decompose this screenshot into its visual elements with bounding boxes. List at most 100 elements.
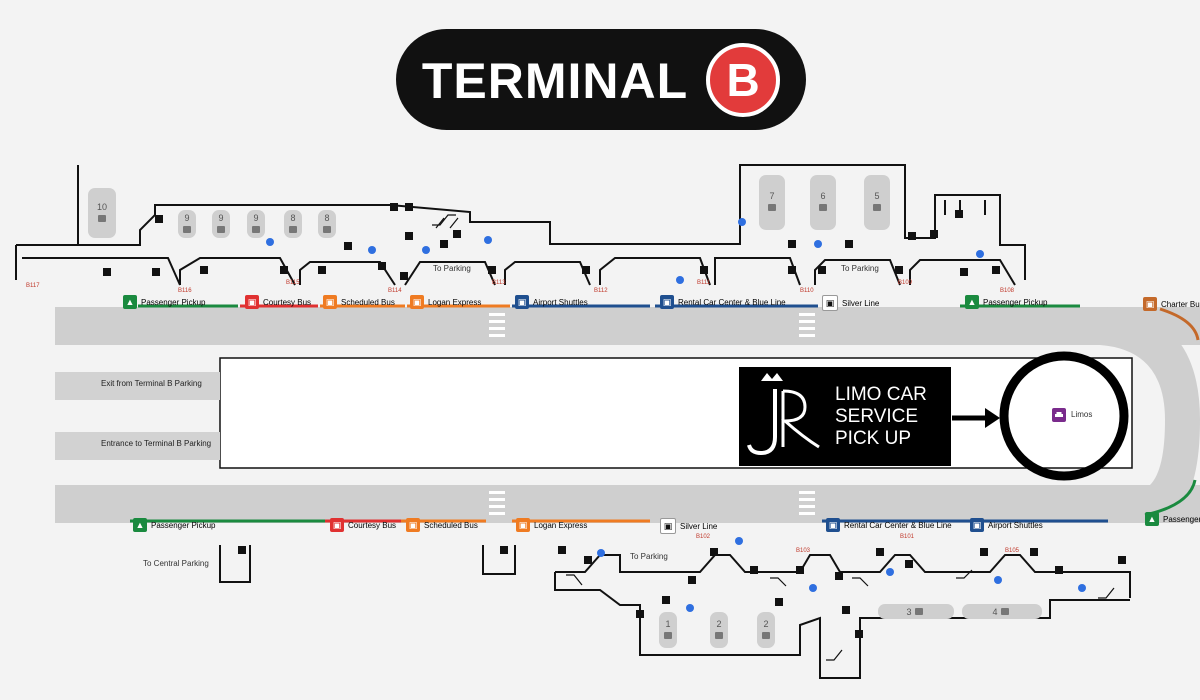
stop-charter-bus: ▣Charter Bus: [1143, 297, 1200, 311]
baggage-claim-4: 4: [962, 604, 1042, 619]
bus-icon: ▣: [660, 518, 676, 534]
baggage-icon: [289, 225, 297, 233]
info-dots: [266, 218, 1086, 612]
central-island: [219, 357, 1133, 469]
jr-logo-icon: [747, 373, 820, 456]
baggage-icon: [664, 631, 672, 639]
to-parking-label: To Parking: [630, 552, 668, 561]
bus-icon: ▣: [410, 295, 424, 309]
baggage-claim-2a: 2: [710, 612, 728, 648]
bus-icon: ▣: [515, 295, 529, 309]
service-markers: [103, 203, 1126, 638]
bus-icon: ▣: [245, 295, 259, 309]
stop-scheduled-bus-lower: ▣Scheduled Bus: [406, 518, 478, 532]
gate-label: B114: [388, 288, 402, 294]
stop-passenger-pickup-lower: ▲Passenger Pickup: [133, 518, 215, 532]
limo-callout-text: LIMO CAR SERVICE PICK UP: [835, 383, 927, 449]
bus-icon: ▣: [406, 518, 420, 532]
baggage-claim-8b: 8: [318, 210, 336, 238]
jr-logo: [739, 367, 829, 466]
stop-courtesy-bus: ▣Courtesy Bus: [245, 295, 311, 309]
baggage-claim-9b: 9: [212, 210, 230, 238]
to-parking-label: To Parking: [433, 264, 471, 273]
terminal-letter-badge: B: [706, 42, 781, 117]
exit-parking-lane: Exit from Terminal B Parking: [55, 372, 220, 400]
baggage-icon: [217, 225, 225, 233]
gate-label: B111: [697, 280, 711, 286]
gate-label: B116: [178, 288, 192, 294]
stop-passenger-pickup-east: ▲Passenger Pickup: [965, 295, 1047, 309]
upper-roadway: [55, 307, 1200, 345]
limo-pickup-callout: LIMO CAR SERVICE PICK UP: [739, 367, 951, 466]
stop-logan-express: ▣Logan Express: [410, 295, 481, 309]
stop-airport-shuttles-lower: ▣Airport Shuttles: [970, 518, 1043, 532]
baggage-claim-6: 6: [810, 175, 836, 230]
gate-label: B103: [796, 548, 811, 554]
baggage-claim-7: 7: [759, 175, 785, 230]
bus-icon: ▣: [1143, 297, 1157, 311]
bus-icon: ▣: [826, 518, 840, 532]
baggage-claim-10: 10: [88, 188, 116, 238]
terminal-title-text: TERMINAL: [421, 52, 689, 109]
baggage-icon: [819, 204, 827, 211]
stop-courtesy-bus-lower: ▣Courtesy Bus: [330, 518, 396, 532]
baggage-icon: [98, 214, 106, 222]
crosswalks: [489, 313, 815, 515]
bus-icon: ▣: [970, 518, 984, 532]
bus-icon: ▣: [323, 295, 337, 309]
stop-silver-line: ▣Silver Line: [822, 295, 879, 311]
to-parking-label: To Parking: [841, 264, 879, 273]
baggage-claim-3: 3: [878, 604, 954, 619]
bus-icon: ▣: [330, 518, 344, 532]
gate-label: B110: [800, 288, 814, 294]
stop-silver-line-lower: ▣Silver Line: [660, 518, 717, 534]
baggage-claim-9c: 9: [247, 210, 265, 238]
baggage-icon: [252, 225, 260, 233]
baggage-icon: [768, 204, 776, 211]
gate-label: B112: [594, 288, 608, 294]
to-central-parking-label: To Central Parking: [143, 559, 209, 568]
baggage-claim-9a: 9: [178, 210, 196, 238]
stop-scheduled-bus: ▣Scheduled Bus: [323, 295, 395, 309]
bus-icon: ▣: [516, 518, 530, 532]
gate-label: B115: [286, 280, 300, 286]
stop-logan-express-lower: ▣Logan Express: [516, 518, 587, 532]
baggage-icon: [1000, 608, 1009, 615]
stop-airport-shuttles: ▣Airport Shuttles: [515, 295, 588, 309]
terminal-title: TERMINAL B: [396, 29, 806, 130]
baggage-icon: [873, 204, 881, 211]
person-icon: ▲: [1145, 512, 1159, 526]
limos-stop: Limos: [1052, 408, 1092, 422]
gate-label: B109: [898, 280, 913, 286]
person-icon: ▲: [133, 518, 147, 532]
gate-label: B102: [696, 534, 711, 540]
roadway-curve: [1100, 307, 1200, 523]
gate-label: B113: [492, 280, 506, 286]
stop-rental-car-blue-line-lower: ▣Rental Car Center & Blue Line: [826, 518, 952, 532]
car-icon: [1052, 408, 1066, 422]
bus-icon: ▣: [660, 295, 674, 309]
baggage-claim-2b: 2: [757, 612, 775, 648]
baggage-claim-5: 5: [864, 175, 890, 230]
stop-rental-car-blue-line: ▣Rental Car Center & Blue Line: [660, 295, 786, 309]
person-icon: ▲: [123, 295, 137, 309]
gate-label: B117: [26, 283, 40, 289]
entrance-parking-lane: Entrance to Terminal B Parking: [55, 432, 220, 460]
gate-label: B105: [1005, 548, 1020, 554]
baggage-claim-1: 1: [659, 612, 677, 648]
escalator-icon: [432, 214, 1115, 661]
person-icon: ▲: [965, 295, 979, 309]
baggage-icon: [323, 225, 331, 233]
stop-passenger-pickup: ▲Passenger Pickup: [123, 295, 205, 309]
baggage-icon: [762, 631, 770, 639]
stop-passenger-east-lower: ▲Passenger: [1145, 512, 1200, 526]
bus-icon: ▣: [822, 295, 838, 311]
baggage-icon: [715, 631, 723, 639]
gate-label: B101: [900, 534, 915, 540]
baggage-claim-8a: 8: [284, 210, 302, 238]
gate-label: B108: [1000, 288, 1015, 294]
baggage-icon: [183, 225, 191, 233]
lower-roadway: [55, 485, 1200, 523]
